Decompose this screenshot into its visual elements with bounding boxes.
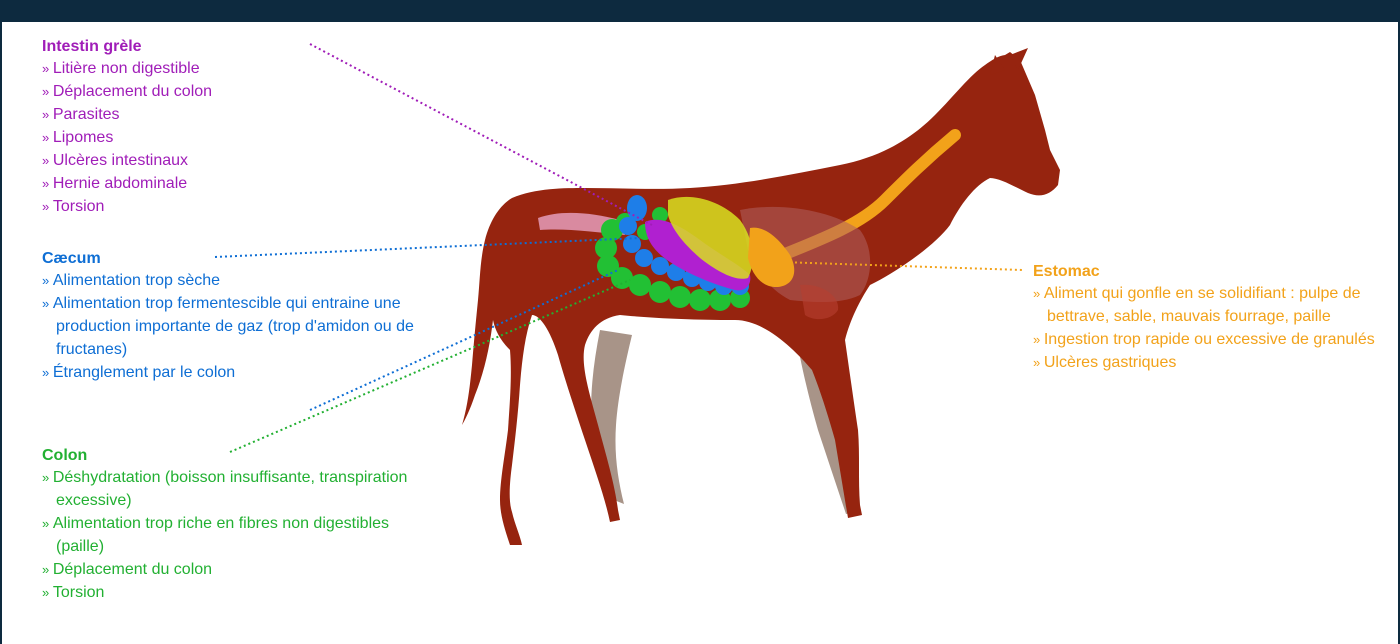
colon-list: Déshydratation (boisson insuffisante, tr… bbox=[30, 466, 422, 604]
list-item: Parasites bbox=[42, 103, 362, 126]
list-item: Torsion bbox=[30, 581, 422, 604]
caecum-block: Cæcum Alimentation trop sèche Alimentati… bbox=[42, 248, 422, 384]
list-item: Ingestion trop rapide ou excessive de gr… bbox=[1021, 328, 1378, 351]
estomac-title: Estomac bbox=[1033, 261, 1378, 282]
list-item: Déplacement du colon bbox=[42, 80, 362, 103]
list-item: Lipomes bbox=[42, 126, 362, 149]
list-item: Alimentation trop sèche bbox=[30, 269, 422, 292]
list-item: Litière non digestible bbox=[42, 57, 362, 80]
caecum-title: Cæcum bbox=[42, 248, 422, 269]
estomac-list: Aliment qui gonfle en se solidifiant : p… bbox=[1021, 282, 1378, 374]
colon-block: Colon Déshydratation (boisson insuffisan… bbox=[42, 445, 422, 604]
list-item: Ulcères gastriques bbox=[1021, 351, 1378, 374]
intestin-grele-list: Litière non digestible Déplacement du co… bbox=[42, 57, 362, 218]
list-item: Hernie abdominale bbox=[42, 172, 362, 195]
intestin-grele-title: Intestin grèle bbox=[42, 36, 362, 57]
caecum-list: Alimentation trop sèche Alimentation tro… bbox=[30, 269, 422, 384]
intestin-grele-block: Intestin grèle Litière non digestible Dé… bbox=[42, 36, 362, 218]
list-item: Aliment qui gonfle en se solidifiant : p… bbox=[1021, 282, 1378, 328]
list-item: Déshydratation (boisson insuffisante, tr… bbox=[30, 466, 422, 512]
colon-title: Colon bbox=[42, 445, 422, 466]
list-item: Alimentation trop fermentescible qui ent… bbox=[30, 292, 422, 361]
list-item: Étranglement par le colon bbox=[30, 361, 422, 384]
list-item: Torsion bbox=[42, 195, 362, 218]
list-item: Ulcères intestinaux bbox=[42, 149, 362, 172]
list-item: Alimentation trop riche en fibres non di… bbox=[30, 512, 422, 558]
list-item: Déplacement du colon bbox=[30, 558, 422, 581]
horse-silhouette bbox=[462, 52, 1060, 545]
estomac-block: Estomac Aliment qui gonfle en se solidif… bbox=[1033, 261, 1378, 374]
